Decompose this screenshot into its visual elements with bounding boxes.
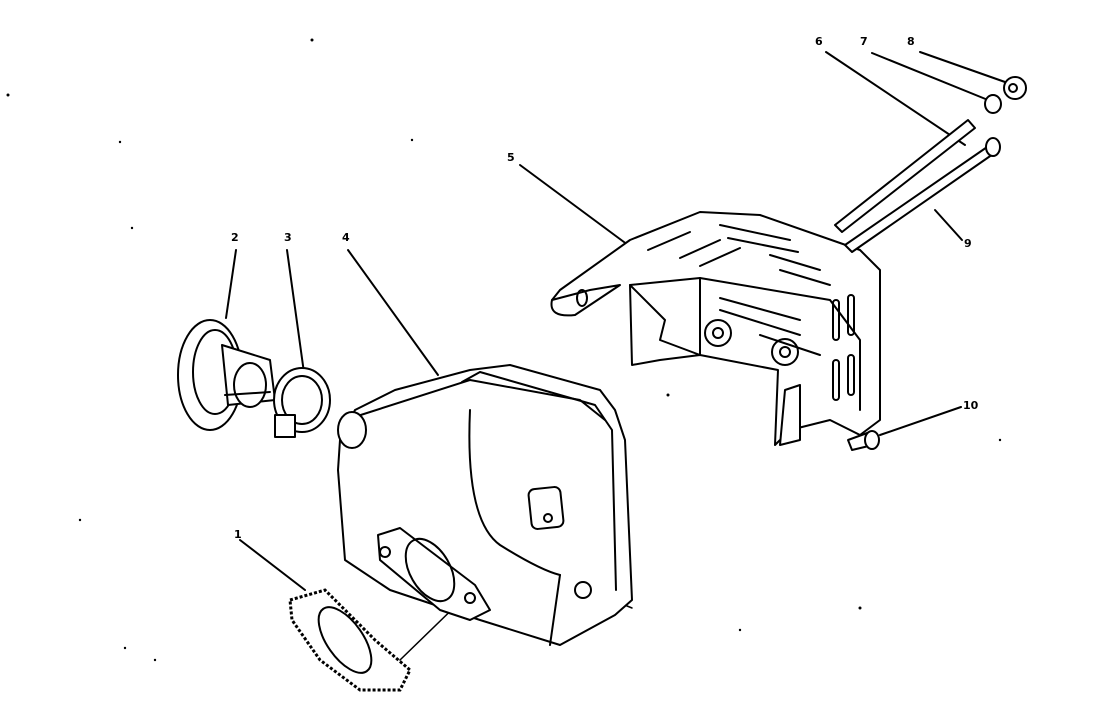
callout-7: 7 (860, 35, 868, 48)
callout-8: 8 (907, 35, 915, 48)
callout-4: 4 (342, 231, 350, 244)
scan-specks (6, 38, 1002, 662)
callout-6: 6 (815, 35, 823, 48)
part-5-guard (550, 211, 881, 446)
callout-1: 1 (234, 528, 242, 541)
callout-5: 5 (507, 151, 515, 164)
callout-10: 10 (963, 399, 979, 412)
part-7-washer (984, 94, 1002, 114)
part-10-screw (847, 430, 880, 451)
part-3-clamp (273, 367, 331, 438)
part-1-gasket (288, 588, 412, 692)
callout-9: 9 (964, 237, 972, 250)
part-9-bolt (844, 137, 1001, 253)
part-8-nut (1003, 76, 1027, 100)
callout-2: 2 (231, 231, 239, 244)
part-4-muffler (337, 364, 633, 646)
part-6-bolt (834, 119, 976, 233)
part-2-cap (177, 319, 276, 431)
callout-3: 3 (284, 231, 292, 244)
